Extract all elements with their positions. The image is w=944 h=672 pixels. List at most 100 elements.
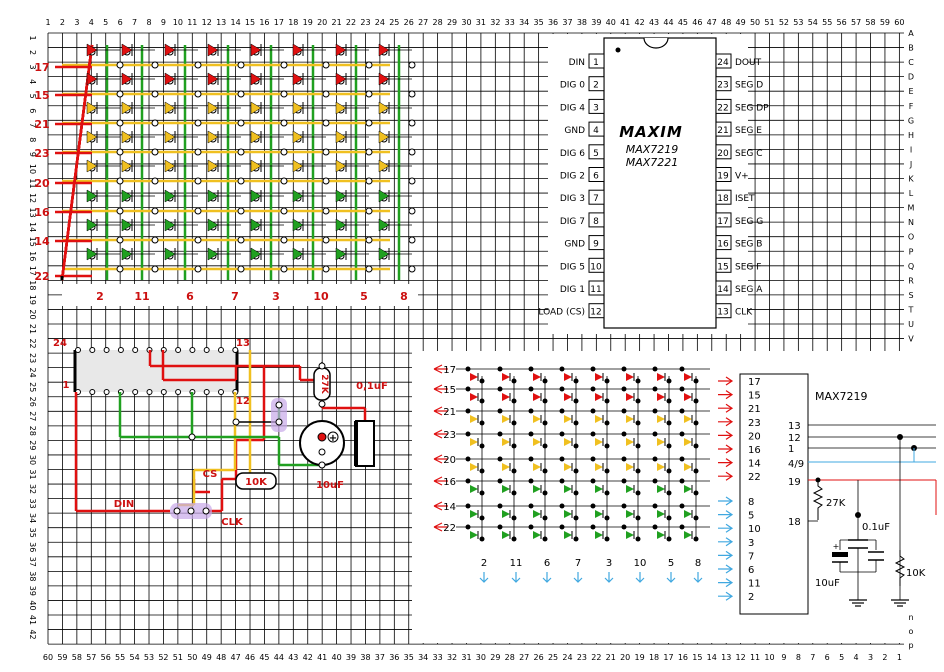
bottom-number: 4 — [854, 653, 859, 662]
junction — [479, 468, 485, 474]
left-number: 38 — [28, 571, 37, 581]
bottom-number: 60 — [43, 653, 53, 662]
bottom-number: 13 — [721, 653, 731, 662]
pin-number: 17 — [717, 217, 728, 227]
junction — [528, 456, 534, 462]
pin-box — [715, 76, 732, 92]
right-letter: B — [908, 44, 914, 53]
led-pin — [408, 148, 416, 156]
schematic-led — [684, 531, 692, 539]
left-number: 17 — [28, 266, 37, 276]
junction — [559, 386, 565, 392]
top-number: 28 — [433, 18, 443, 27]
junction — [693, 443, 699, 449]
junction — [573, 443, 579, 449]
top-number: 60 — [894, 18, 904, 27]
led — [207, 130, 219, 144]
component-label: 0,1uF — [356, 381, 388, 392]
junction — [652, 503, 658, 509]
top-number: 41 — [620, 18, 630, 27]
top-number: 24 — [375, 18, 385, 27]
led — [335, 247, 347, 261]
pin-number: 22 — [717, 103, 728, 113]
arrow — [718, 458, 734, 468]
bottom-number: 19 — [635, 653, 645, 662]
bottom-number: 7 — [810, 653, 815, 662]
schematic-col-label: 10 — [634, 558, 647, 569]
junction — [497, 408, 503, 414]
right-letter: J — [909, 160, 912, 169]
right-letter: O — [908, 233, 914, 242]
left-number: 31 — [28, 469, 37, 479]
ic-seg-pin: 23 — [748, 418, 761, 429]
right-letter: U — [908, 320, 914, 329]
pin-box — [715, 53, 732, 69]
ic-dig-pin: 3 — [748, 538, 754, 549]
column-label: 10 — [313, 290, 329, 303]
junction — [542, 443, 548, 449]
chip-model: MAX7219 — [626, 143, 679, 156]
led — [335, 218, 347, 232]
chip-pin — [103, 347, 110, 353]
top-number: 51 — [764, 18, 774, 27]
led-pin — [237, 236, 245, 244]
bottom-number: 41 — [317, 653, 327, 662]
schematic-area — [412, 351, 942, 643]
led-pin — [151, 207, 159, 215]
led — [164, 101, 176, 115]
bottom-number: 10 — [764, 653, 774, 662]
left-number: 11 — [28, 178, 37, 188]
led — [86, 101, 98, 115]
row-label: 17 — [34, 61, 49, 74]
cap-pin — [317, 432, 327, 442]
junction — [497, 478, 503, 484]
junction — [497, 431, 503, 437]
schematic-led — [564, 373, 572, 381]
right-letter: G — [908, 116, 914, 125]
junction — [621, 408, 627, 414]
led — [250, 247, 262, 261]
schematic-led — [684, 438, 692, 446]
led-pin — [408, 90, 416, 98]
junction — [604, 420, 610, 426]
pin-label: 12 — [236, 396, 250, 407]
pin-number: 23 — [717, 81, 728, 91]
signal-label: CLK — [221, 517, 244, 528]
bottom-number: 2 — [882, 653, 887, 662]
schematic-led — [502, 373, 510, 381]
ic-dig-pin: 11 — [748, 579, 761, 590]
schematic-led — [470, 531, 478, 539]
junction — [666, 420, 672, 426]
left-number: 24 — [28, 368, 37, 378]
schematic-led — [470, 393, 478, 401]
pin-label: SEG F — [735, 262, 761, 272]
pin-number: 11 — [590, 285, 601, 295]
junction — [666, 490, 672, 496]
pin-label: DIN — [569, 58, 585, 68]
right-letter: R — [908, 276, 914, 285]
top-number: 12 — [202, 18, 212, 27]
chip-pin — [160, 389, 167, 395]
schematic-row-label: 23 — [443, 430, 456, 441]
led-pin — [151, 90, 159, 98]
led — [121, 189, 133, 203]
led — [164, 130, 176, 144]
led-pin — [194, 207, 202, 215]
led — [292, 218, 304, 232]
column-label: 2 — [96, 290, 104, 303]
junction — [542, 420, 548, 426]
bottom-number: 46 — [245, 653, 255, 662]
junction — [590, 478, 596, 484]
pin — [173, 507, 181, 515]
led-pin — [322, 207, 330, 215]
led-pin — [151, 61, 159, 69]
top-number: 16 — [259, 18, 269, 27]
arrow — [718, 471, 734, 481]
ic-seg-pin: 15 — [748, 391, 761, 402]
column-label: 7 — [231, 290, 239, 303]
junction — [559, 478, 565, 484]
schematic-led — [595, 463, 603, 471]
junction — [479, 420, 485, 426]
